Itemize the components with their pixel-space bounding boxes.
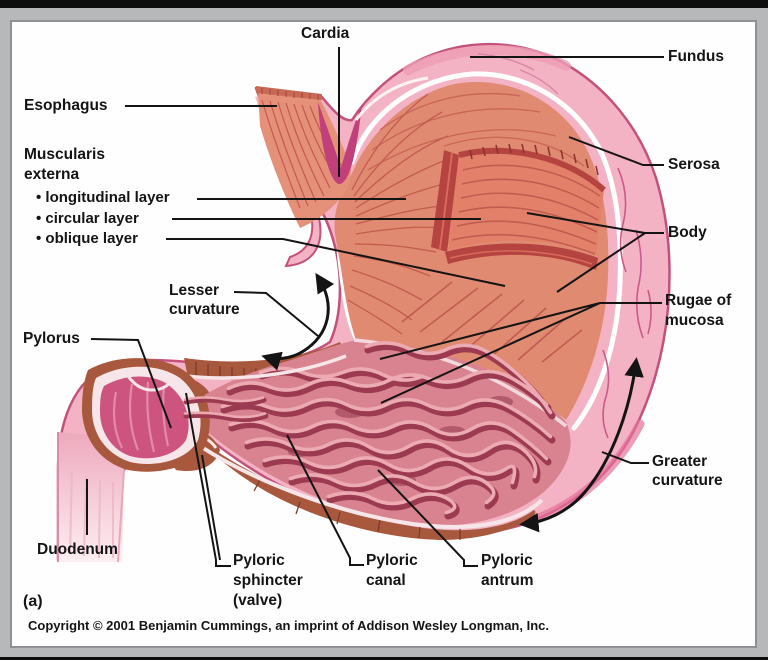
leader-pyloric-sphincter [185, 392, 231, 567]
label-pyloric-sphincter: Pyloric sphincter (valve) [233, 552, 303, 609]
esophagus-shape [256, 76, 429, 228]
label-body: Body [668, 224, 707, 241]
duodenum-shape [57, 432, 125, 563]
label-fundus: Fundus [668, 48, 724, 65]
greater-curvature-arrow [519, 357, 644, 533]
pylorus-bulb [82, 358, 266, 472]
longitudinal-fibers [347, 92, 585, 335]
label-serosa: Serosa [668, 156, 720, 173]
leader-lesser-curvature [233, 291, 319, 337]
leader-pyloric-antrum [377, 469, 478, 567]
label-pyloric-canal: Pyloric canal [366, 552, 418, 589]
leader-pylorus [90, 338, 172, 429]
label-duodenum: Duodenum [37, 541, 118, 558]
label-greater-curvature: Greater curvature [652, 453, 723, 489]
leader-pyloric-canal [286, 434, 364, 566]
copyright-text: Copyright © 2001 Benjamin Cummings, an i… [28, 618, 549, 633]
curvature-arrows [261, 272, 644, 533]
panel-letter: (a) [23, 593, 43, 610]
label-lesser-curvature: Lesser curvature [169, 282, 240, 318]
oblique-fibers [401, 281, 583, 363]
label-esophagus: Esophagus [24, 97, 108, 114]
leader-rugae [379, 302, 662, 404]
label-cardia: Cardia [301, 25, 350, 42]
circular-layer-patch [431, 143, 606, 270]
label-rugae-of-mucosa: Rugae of mucosa [665, 292, 732, 329]
leader-body [526, 212, 664, 293]
leader-oblique-layer [166, 238, 506, 287]
label-muscularis-externa: Muscularis externa [24, 146, 105, 183]
label-muscularis-layers: • longitudinal layer • circular layer • … [36, 189, 170, 247]
leader-serosa [568, 136, 664, 166]
cardia-notch [318, 102, 362, 185]
label-pylorus: Pylorus [23, 330, 80, 347]
label-pyloric-antrum: Pyloric antrum [481, 552, 534, 589]
leader-lines [86, 47, 664, 567]
leader-greater-curvature [601, 451, 649, 464]
lesser-curvature-arrow [261, 272, 335, 371]
